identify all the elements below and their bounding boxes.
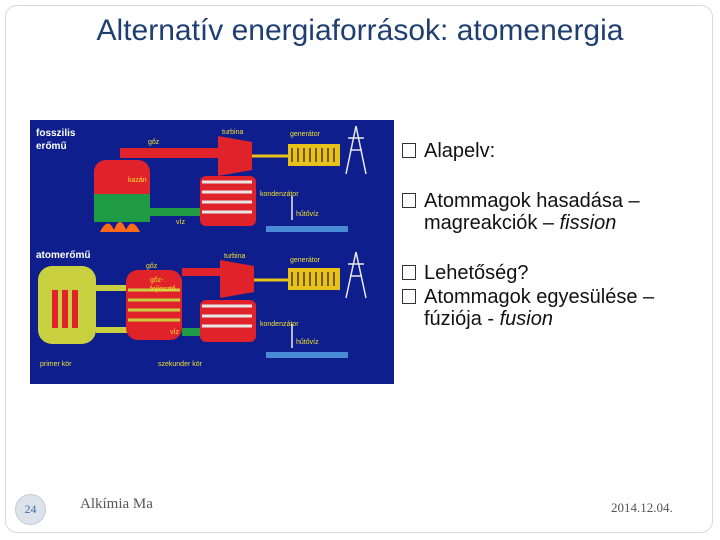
generator-2 — [288, 268, 340, 290]
label-goz-2: gőz — [146, 263, 158, 270]
steam-pipe — [120, 148, 218, 158]
bullet-text: Alapelv: — [424, 140, 496, 162]
generator — [288, 144, 340, 166]
bullet-box-icon — [402, 143, 416, 158]
bullet-lehetoseg: Lehetőség? — [402, 262, 712, 284]
label-generator-2: generátor — [290, 257, 321, 264]
label-primer-kor: primer kör — [40, 361, 72, 368]
label-generator: generátor — [290, 131, 321, 138]
label-szekunder-kor: szekunder kör — [158, 361, 203, 368]
footer-date: 2014.12.04. — [611, 500, 673, 515]
label-kazan: kazán — [128, 177, 147, 184]
bullet-box-icon — [402, 265, 416, 280]
pylon — [345, 125, 367, 175]
bullet-box-icon — [402, 193, 416, 208]
boiler-flame — [100, 222, 140, 232]
fossil-title-2: erőmű — [36, 141, 67, 152]
bullet-text: Atommagok hasadása – magreakciók – fissi… — [424, 190, 640, 234]
label-viz: víz — [176, 219, 185, 226]
page-number: 24 — [15, 494, 46, 525]
bullet-alapelv: Alapelv: — [402, 140, 712, 162]
bullet-text: Lehetőség? — [424, 262, 529, 284]
power-plant-diagram: fosszilis erőmű kazán gőz turbina konden… — [30, 120, 394, 384]
label-turbina: turbina — [222, 129, 244, 136]
fossil-plant: fosszilis erőmű kazán gőz turbina konden… — [36, 125, 367, 232]
bullet-text: Atommagok egyesülése – fúziója - fusion — [424, 286, 655, 330]
cooling-water — [266, 226, 348, 232]
bullet-box-icon — [402, 289, 416, 304]
primary-loop — [96, 285, 130, 333]
nuclear-title: atomerőmű — [36, 250, 90, 261]
footer-left-text: Alkímia Ma — [80, 496, 153, 512]
water-pipe — [150, 208, 200, 216]
label-hutoviz: hűtővíz — [296, 211, 319, 218]
condenser-coil — [202, 180, 252, 214]
label-viz-2: víz — [170, 329, 179, 336]
bullet-hasadas: Atommagok hasadása – magreakciók – fissi… — [402, 190, 712, 234]
label-gozfejleszto-2: fejlesztő — [150, 286, 176, 293]
label-gozfejleszto-1: gőz- — [150, 277, 164, 284]
turbine — [218, 136, 252, 176]
nuclear-plant: atomerőmű primer kör gőz- fejlesztő gőz … — [36, 250, 367, 368]
cooling-water-2 — [266, 352, 348, 358]
bullet-fuzio: Atommagok egyesülése – fúziója - fusion — [402, 286, 712, 330]
label-kondenzator-2: kondenzátor — [260, 321, 299, 328]
pylon-2 — [345, 251, 367, 299]
label-turbina-2: turbina — [224, 253, 246, 260]
bullet-list: Alapelv: Atommagok hasadása – magreakció… — [402, 140, 712, 330]
label-goz: gőz — [148, 139, 160, 146]
fossil-title-1: fosszilis — [36, 128, 76, 139]
condenser-2 — [200, 300, 256, 342]
label-kondenzator: kondenzátor — [260, 191, 299, 198]
label-hutoviz-2: hűtővíz — [296, 339, 319, 346]
slide-frame — [5, 5, 713, 533]
slide-title: Alternatív energiaforrások: atomenergia — [96, 14, 624, 47]
boiler-water — [94, 194, 150, 222]
turbine-2 — [220, 260, 254, 298]
steam-generator — [126, 270, 182, 340]
